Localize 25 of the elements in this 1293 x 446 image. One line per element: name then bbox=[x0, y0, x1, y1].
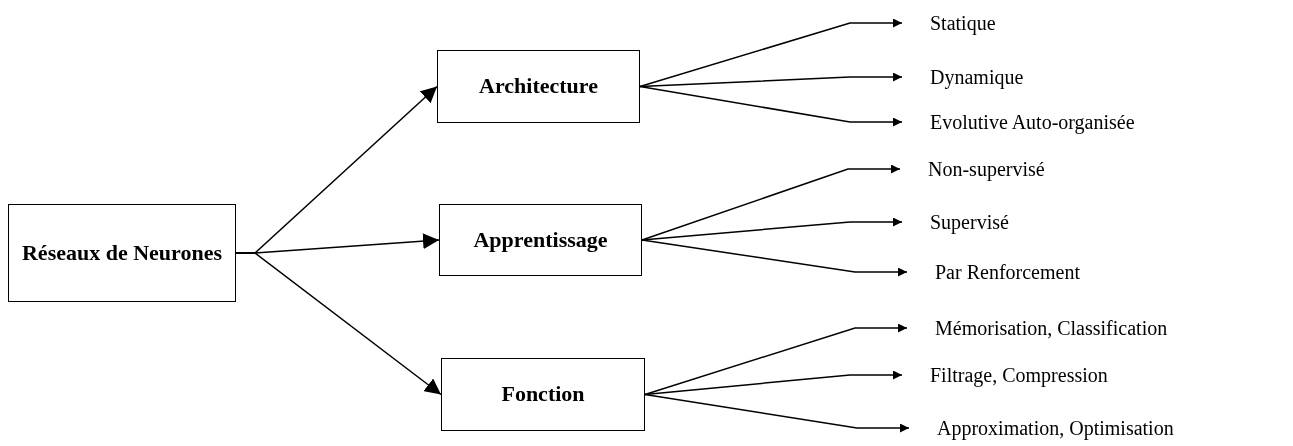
node-label: Fonction bbox=[501, 380, 585, 409]
arrow bbox=[639, 18, 903, 88]
item-label: Evolutive Auto-organisée bbox=[930, 107, 1135, 137]
arrow bbox=[641, 164, 901, 241]
node-label: Architecture bbox=[479, 72, 598, 101]
item-label: Approximation, Optimisation bbox=[937, 414, 1174, 442]
node-label: Réseaux de Neurones bbox=[22, 238, 222, 267]
arrow bbox=[639, 85, 903, 127]
item-label: Dynamique bbox=[930, 63, 1024, 91]
item-label: Filtrage, Compression bbox=[930, 361, 1108, 389]
arrow bbox=[644, 323, 908, 396]
process-box bbox=[439, 204, 642, 276]
item-label: Mémorisation, Classification bbox=[935, 314, 1168, 342]
arrow bbox=[641, 239, 908, 277]
item-label: Statique bbox=[930, 9, 996, 37]
item-label: Supervisé bbox=[930, 208, 1009, 236]
process-box bbox=[8, 204, 236, 302]
arrow bbox=[644, 393, 910, 433]
arrow bbox=[641, 217, 903, 241]
item-label: Par Renforcement bbox=[935, 258, 1080, 286]
arrow bbox=[235, 252, 442, 396]
node-label: Apprentissage bbox=[473, 225, 608, 254]
process-box bbox=[441, 358, 645, 431]
item-label: Non-supervisé bbox=[928, 155, 1045, 183]
process-box bbox=[437, 50, 640, 123]
